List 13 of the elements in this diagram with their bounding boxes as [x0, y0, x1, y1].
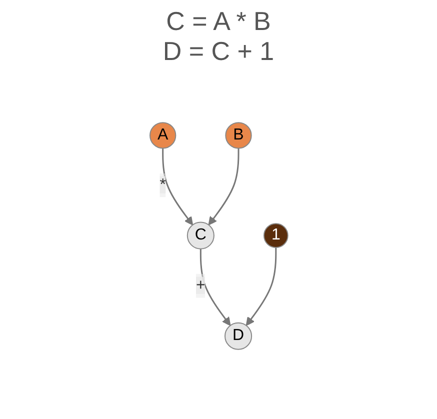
edge-label: +	[196, 276, 205, 294]
edge-label: *	[159, 176, 166, 194]
formula-text: C = A * B	[165, 6, 272, 36]
node-circle: B	[224, 122, 252, 149]
arrow	[199, 248, 230, 326]
formula-text: D = C + 1	[162, 36, 276, 66]
node-circle: A	[149, 122, 176, 149]
arrow	[162, 148, 193, 226]
arrow	[208, 148, 239, 226]
node-circle: D	[224, 322, 252, 350]
arrow	[245, 248, 276, 326]
node-circle: 1	[263, 223, 288, 248]
node-circle: C	[186, 222, 214, 250]
